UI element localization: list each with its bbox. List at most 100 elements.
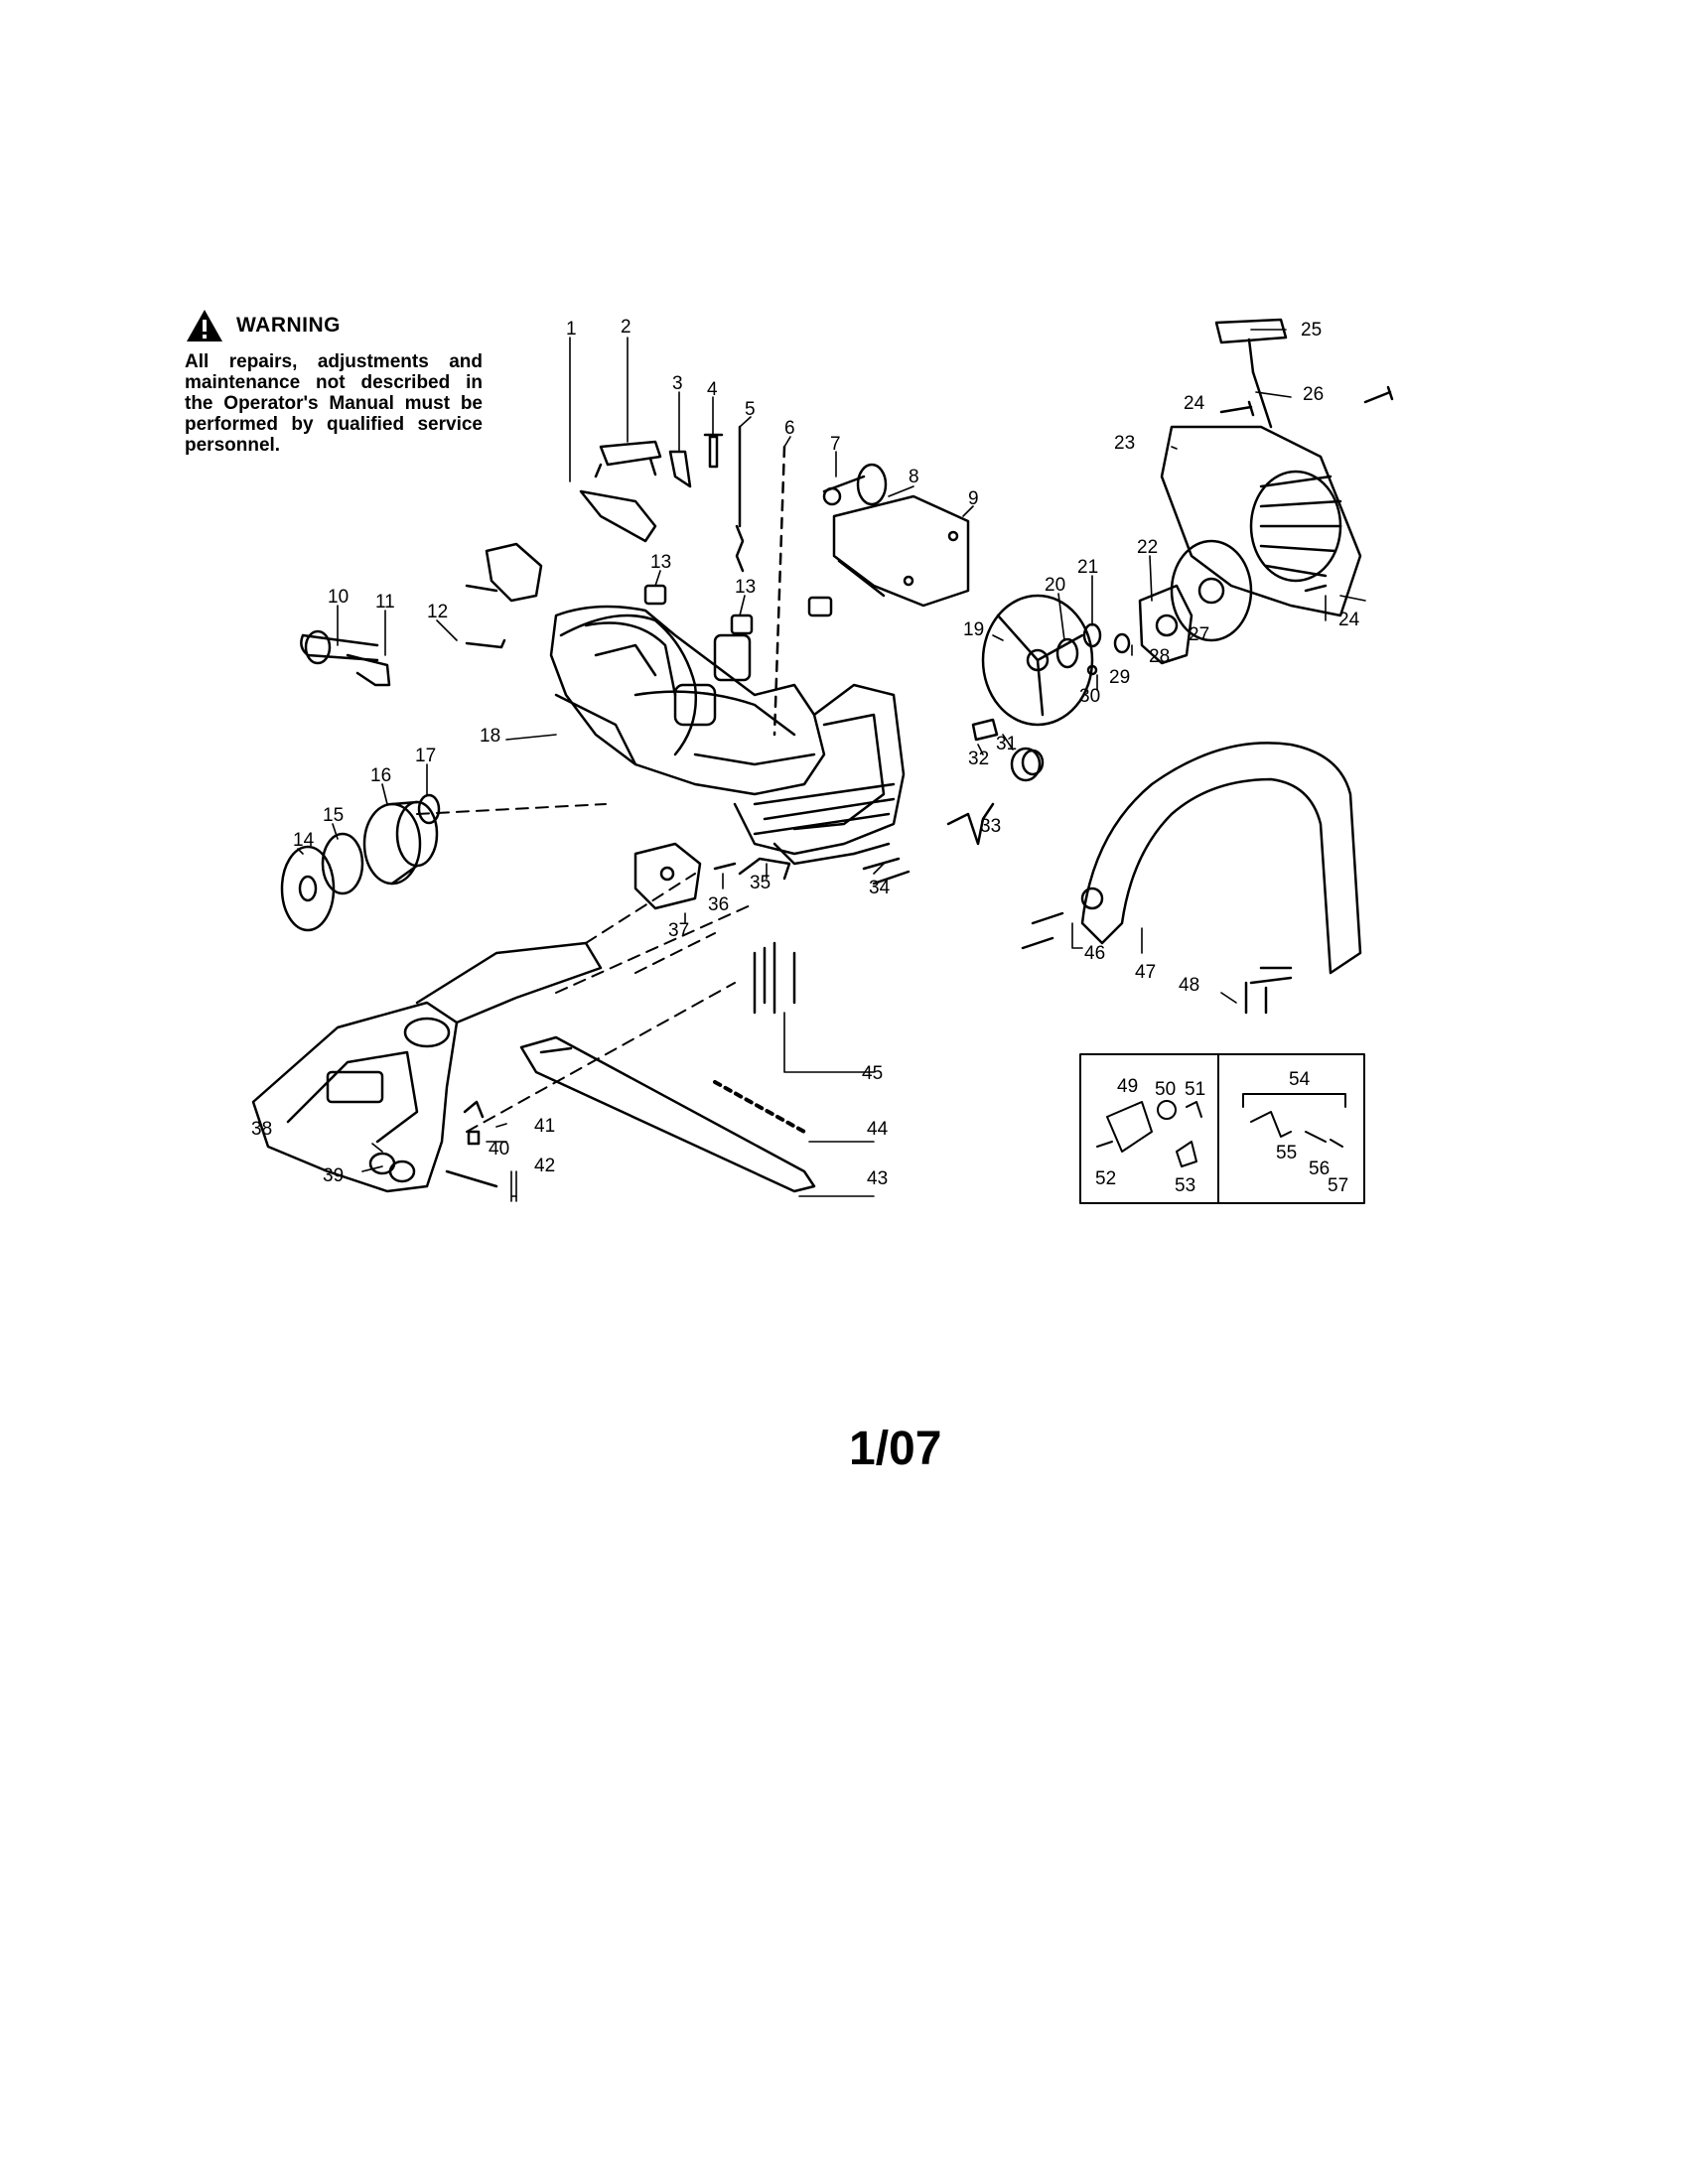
part-40 <box>467 1130 481 1146</box>
callout-57: 57 <box>1328 1175 1348 1196</box>
part-15 <box>321 832 364 895</box>
callout-18: 18 <box>480 726 500 747</box>
inset-box <box>1079 1053 1365 1204</box>
callout-11: 11 <box>375 592 395 613</box>
callout-43: 43 <box>867 1168 888 1189</box>
part-21 <box>1082 622 1102 648</box>
callout-2: 2 <box>621 317 632 338</box>
callout-29: 29 <box>1109 667 1130 688</box>
part-11 <box>346 653 391 687</box>
callout-14: 14 <box>293 830 315 851</box>
callout-37: 37 <box>668 920 689 941</box>
callout-42: 42 <box>534 1156 555 1176</box>
part-26-rope <box>1251 370 1273 429</box>
callout-8: 8 <box>909 467 919 487</box>
part-37-plate <box>633 842 702 910</box>
part-9-cover <box>832 494 970 608</box>
part-48-bolts <box>1244 981 1268 1015</box>
part-10 <box>300 629 379 665</box>
part-8-filter <box>807 596 833 617</box>
part-27-pulley <box>1170 539 1253 642</box>
callout-9: 9 <box>968 488 979 509</box>
part-1-throttle-handle <box>465 489 657 603</box>
callout-54: 54 <box>1289 1069 1311 1090</box>
callout-21: 21 <box>1077 557 1098 578</box>
part-34-bolts <box>852 842 911 886</box>
part-43-guide-bar <box>519 1035 816 1193</box>
callout-1: 1 <box>566 319 577 340</box>
callout-45: 45 <box>862 1063 883 1084</box>
callout-labels: 1 2 3 4 5 6 7 8 9 10 11 12 13 13 14 15 1… <box>251 317 1360 1196</box>
part-12 <box>465 638 506 649</box>
callout-44: 44 <box>867 1119 889 1140</box>
part-32 <box>1010 747 1045 782</box>
callout-19: 19 <box>963 619 984 640</box>
callout-28: 28 <box>1149 646 1170 667</box>
callout-4: 4 <box>707 379 718 400</box>
page-number: 1/07 <box>849 1423 942 1475</box>
part-36-screw <box>713 862 737 871</box>
part-24-a <box>1219 400 1255 417</box>
part-39-nuts <box>368 1152 416 1183</box>
part-20 <box>1055 637 1079 669</box>
callout-22: 22 <box>1137 537 1158 558</box>
callout-10: 10 <box>328 587 349 608</box>
callout-13b: 13 <box>735 577 756 598</box>
callout-52: 52 <box>1095 1168 1116 1189</box>
part-41 <box>463 1100 485 1119</box>
callout-46: 46 <box>1084 943 1105 964</box>
callout-20: 20 <box>1045 575 1065 596</box>
callout-47: 47 <box>1135 962 1156 983</box>
callout-15: 15 <box>323 805 344 826</box>
callout-25: 25 <box>1301 320 1322 341</box>
callout-35: 35 <box>750 873 771 893</box>
callout-12: 12 <box>427 602 448 622</box>
part-30 <box>1086 664 1098 676</box>
part-17-washer <box>417 793 441 825</box>
leader-lines <box>297 329 1366 1202</box>
callout-23: 23 <box>1114 433 1135 454</box>
part-14-clutch <box>280 845 336 932</box>
part-6-line <box>772 445 786 737</box>
part-47-front-handle <box>1080 742 1362 985</box>
callout-32: 32 <box>968 749 989 769</box>
callout-34: 34 <box>869 878 891 898</box>
part-29 <box>1113 632 1131 654</box>
callout-51: 51 <box>1185 1079 1205 1100</box>
callout-24a: 24 <box>1184 393 1205 414</box>
part-44-chain <box>713 1080 806 1134</box>
part-16-drum <box>362 800 439 886</box>
callout-27: 27 <box>1189 624 1209 645</box>
main-housing <box>549 605 826 796</box>
part-33-wire <box>946 802 995 846</box>
part-3 <box>668 450 692 488</box>
part-45-pins <box>753 941 796 1015</box>
part-2 <box>594 440 662 478</box>
warning-text: All repairs, adjustments and maintenance… <box>185 351 483 456</box>
part-19-flywheel <box>981 594 1094 727</box>
callout-30: 30 <box>1079 686 1100 707</box>
callout-38: 38 <box>251 1119 272 1140</box>
engine-housing <box>733 683 906 866</box>
warning-header: WARNING <box>185 308 483 343</box>
part-24-c <box>1304 584 1328 593</box>
callout-41: 41 <box>534 1116 555 1137</box>
part-42-bolt <box>445 1169 498 1188</box>
callout-13a: 13 <box>650 552 671 573</box>
warning-triangle-icon <box>187 310 222 341</box>
part-4 <box>703 433 724 469</box>
callout-53: 53 <box>1175 1175 1195 1196</box>
callout-26: 26 <box>1303 384 1324 405</box>
warning-block: WARNING All repairs, adjustments and mai… <box>185 308 483 456</box>
callout-50: 50 <box>1155 1079 1176 1100</box>
callout-16: 16 <box>370 765 391 786</box>
callout-40: 40 <box>489 1139 509 1160</box>
part-25-starter-grip <box>1214 318 1288 374</box>
callout-3: 3 <box>672 373 683 394</box>
callout-33: 33 <box>980 816 1001 837</box>
part-31-plug <box>971 718 999 742</box>
part-46-bolts <box>1021 911 1064 950</box>
callout-48: 48 <box>1179 975 1199 996</box>
callout-6: 6 <box>784 418 795 439</box>
callout-56: 56 <box>1309 1159 1330 1179</box>
